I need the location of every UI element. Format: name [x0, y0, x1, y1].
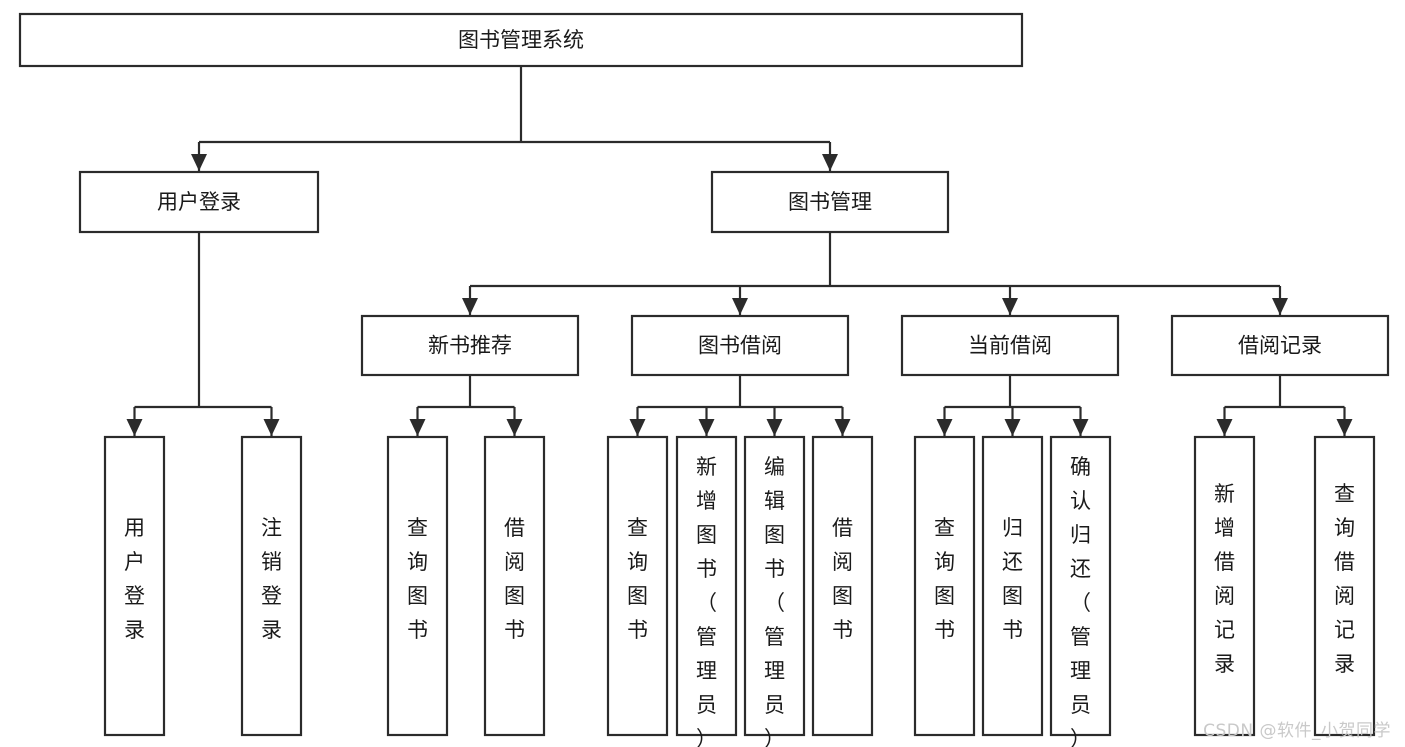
node-leaf-query-book-2[interactable]: 查询图书: [606, 435, 669, 737]
node-box: [675, 435, 738, 737]
node-borrow-record[interactable]: 借阅记录: [1170, 314, 1390, 377]
node-leaf-query-book-3[interactable]: 查询图书: [913, 435, 976, 737]
node-box: [913, 435, 976, 737]
node-label: 查询图书: [934, 516, 955, 642]
arrow-head-icon: [1336, 419, 1353, 436]
node-label: 查询图书: [407, 516, 428, 642]
node-box: [240, 435, 303, 737]
node-box: [483, 435, 546, 737]
arrow-head-icon: [698, 419, 715, 436]
node-label: 用户登录: [124, 516, 145, 642]
arrow-head-icon: [462, 298, 478, 315]
node-leaf-add-record[interactable]: 新增借阅记录: [1193, 435, 1256, 737]
node-leaf-borrow-book-2[interactable]: 借阅图书: [811, 435, 874, 737]
node-label: 图书管理: [788, 190, 872, 214]
arrow-head-icon: [1002, 298, 1018, 315]
node-label: 注销登录: [261, 516, 282, 642]
node-new-book-recommend[interactable]: 新书推荐: [360, 314, 580, 377]
node-label: 借阅图书: [504, 516, 525, 642]
arrow-head-icon: [263, 419, 280, 436]
arrow-head-icon: [1072, 419, 1089, 436]
node-leaf-add-book[interactable]: 新增图书（管理员）: [675, 435, 738, 747]
node-box: [18, 12, 1024, 68]
edge-group-root: [191, 66, 838, 171]
node-label: 新增图书（管理员）: [696, 455, 717, 747]
node-label: 新增借阅记录: [1214, 482, 1235, 676]
node-leaf-user-logout[interactable]: 注销登录: [240, 435, 303, 737]
edge-group-book-manage: [462, 232, 1288, 315]
arrow-head-icon: [409, 419, 426, 436]
node-root[interactable]: 图书管理系统: [18, 12, 1024, 68]
arrow-head-icon: [1272, 298, 1288, 315]
node-label: 查询借阅记录: [1334, 482, 1355, 676]
node-label: 借阅图书: [832, 516, 853, 642]
node-box: [743, 435, 806, 737]
node-leaf-query-book-1[interactable]: 查询图书: [386, 435, 449, 737]
node-label: 用户登录: [157, 190, 241, 214]
node-box: [900, 314, 1120, 377]
node-box: [606, 435, 669, 737]
node-label: 查询图书: [627, 516, 648, 642]
edge-group-user-login: [126, 232, 280, 436]
node-leaf-edit-book[interactable]: 编辑图书（管理员）: [743, 435, 806, 747]
arrow-head-icon: [834, 419, 851, 436]
arrow-head-icon: [936, 419, 953, 436]
node-box: [811, 435, 874, 737]
node-current-borrow[interactable]: 当前借阅: [900, 314, 1120, 377]
arrow-head-icon: [766, 419, 783, 436]
node-box: [710, 170, 950, 234]
node-book-manage[interactable]: 图书管理: [710, 170, 950, 234]
node-box: [103, 435, 166, 737]
arrow-head-icon: [1216, 419, 1233, 436]
edge-group-new-book-recommend: [409, 375, 523, 436]
node-label: 确认归还（管理员）: [1070, 455, 1091, 747]
arrow-head-icon: [126, 419, 143, 436]
node-box: [386, 435, 449, 737]
node-box: [1193, 435, 1256, 737]
node-label: 图书管理系统: [458, 28, 584, 52]
arrow-head-icon: [191, 154, 207, 171]
node-leaf-query-record[interactable]: 查询借阅记录: [1313, 435, 1376, 737]
arrow-head-icon: [629, 419, 646, 436]
edge-group-current-borrow: [936, 375, 1089, 436]
node-label: 借阅记录: [1238, 334, 1322, 358]
edge-group-book-borrow: [629, 375, 851, 436]
node-book-borrow[interactable]: 图书借阅: [630, 314, 850, 377]
arrow-head-icon: [822, 154, 838, 171]
node-leaf-confirm-return[interactable]: 确认归还（管理员）: [1049, 435, 1112, 747]
node-box: [360, 314, 580, 377]
node-label: 当前借阅: [968, 334, 1052, 358]
arrow-head-icon: [732, 298, 748, 315]
arrow-head-icon: [506, 419, 523, 436]
arrow-head-icon: [1004, 419, 1021, 436]
watermark-text: CSDN @软件_小贺同学: [1203, 721, 1391, 741]
node-label: 新书推荐: [428, 334, 512, 358]
node-box: [1049, 435, 1112, 737]
node-label: 归还图书: [1002, 516, 1023, 642]
node-box: [981, 435, 1044, 737]
nodes-layer: 图书管理系统用户登录图书管理新书推荐图书借阅当前借阅借阅记录用户登录注销登录查询…: [18, 12, 1390, 747]
node-label: 图书借阅: [698, 334, 782, 358]
node-box: [78, 170, 320, 234]
node-leaf-user-login[interactable]: 用户登录: [103, 435, 166, 737]
node-leaf-borrow-book-1[interactable]: 借阅图书: [483, 435, 546, 737]
node-box: [1313, 435, 1376, 737]
connectors-layer: [126, 66, 1353, 436]
node-box: [630, 314, 850, 377]
node-leaf-return-book[interactable]: 归还图书: [981, 435, 1044, 737]
node-box: [1170, 314, 1390, 377]
node-user-login[interactable]: 用户登录: [78, 170, 320, 234]
edge-group-borrow-record: [1216, 375, 1353, 436]
node-label: 编辑图书（管理员）: [764, 455, 785, 747]
